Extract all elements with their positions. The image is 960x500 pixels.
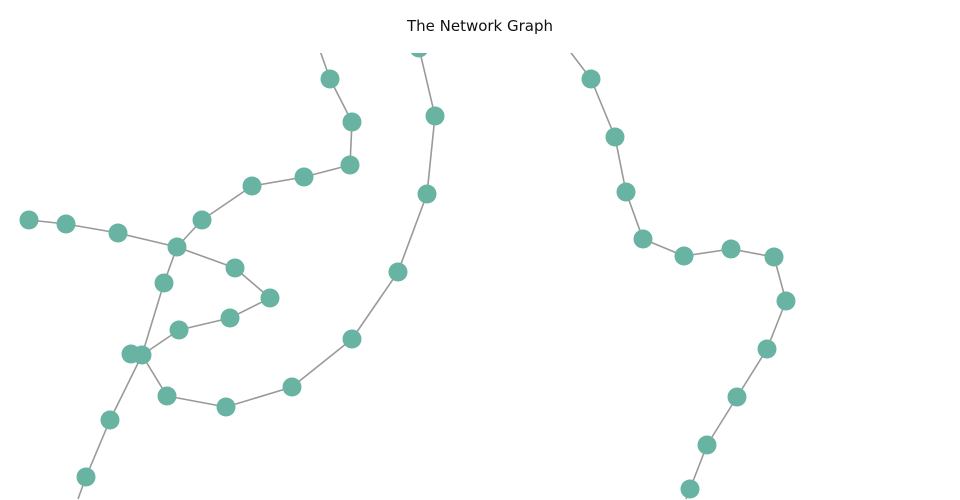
graph-node[interactable] (674, 246, 694, 266)
graph-link (166, 395, 227, 408)
graph-node[interactable] (76, 467, 96, 487)
graph-node[interactable] (680, 479, 700, 499)
graph-node[interactable] (260, 288, 280, 308)
graph-node[interactable] (417, 184, 437, 204)
graph-node[interactable] (282, 377, 302, 397)
graph-node[interactable] (216, 397, 236, 417)
graph-node[interactable] (167, 237, 187, 257)
graph-node[interactable] (342, 112, 362, 132)
graph-node[interactable] (721, 239, 741, 259)
graph-node[interactable] (697, 435, 717, 455)
graph-node[interactable] (169, 320, 189, 340)
graph-link (109, 354, 143, 421)
graph-node[interactable] (225, 258, 245, 278)
graph-node[interactable] (581, 69, 601, 89)
graph-node[interactable] (616, 182, 636, 202)
graph-node[interactable] (56, 214, 76, 234)
graph-link (85, 419, 111, 478)
graph-link (117, 232, 178, 248)
graph-node[interactable] (192, 210, 212, 230)
graph-node[interactable] (100, 410, 120, 430)
graph-node[interactable] (340, 155, 360, 175)
graph-node[interactable] (242, 176, 262, 196)
graph-node[interactable] (757, 339, 777, 359)
graph-link (201, 185, 253, 221)
graph-link (225, 386, 293, 408)
graph-node[interactable] (605, 127, 625, 147)
graph-node[interactable] (121, 344, 141, 364)
graph-node[interactable] (388, 262, 408, 282)
graph-link (291, 338, 353, 388)
graph-node[interactable] (294, 167, 314, 187)
graph-node[interactable] (425, 106, 445, 126)
graph-node[interactable] (410, 39, 429, 58)
graph-node[interactable] (342, 329, 362, 349)
graph-node[interactable] (764, 247, 784, 267)
graph-title: The Network Graph (406, 17, 554, 35)
graph-link (397, 193, 428, 273)
graph-node[interactable] (154, 273, 174, 293)
graph-node[interactable] (320, 69, 340, 89)
graph-node[interactable] (108, 223, 128, 243)
graph-node[interactable] (776, 291, 796, 311)
graph-link (351, 271, 399, 340)
graph-link (590, 78, 616, 138)
graph-node[interactable] (727, 387, 747, 407)
graph-link (426, 115, 436, 195)
nodes-layer (19, 39, 796, 499)
graph-link (419, 53, 436, 117)
graph-node[interactable] (157, 386, 177, 406)
graph-node[interactable] (19, 210, 39, 230)
graph-node[interactable] (633, 229, 653, 249)
graph-link (141, 282, 165, 356)
graph-link (176, 246, 236, 269)
graph-node[interactable] (220, 308, 240, 328)
